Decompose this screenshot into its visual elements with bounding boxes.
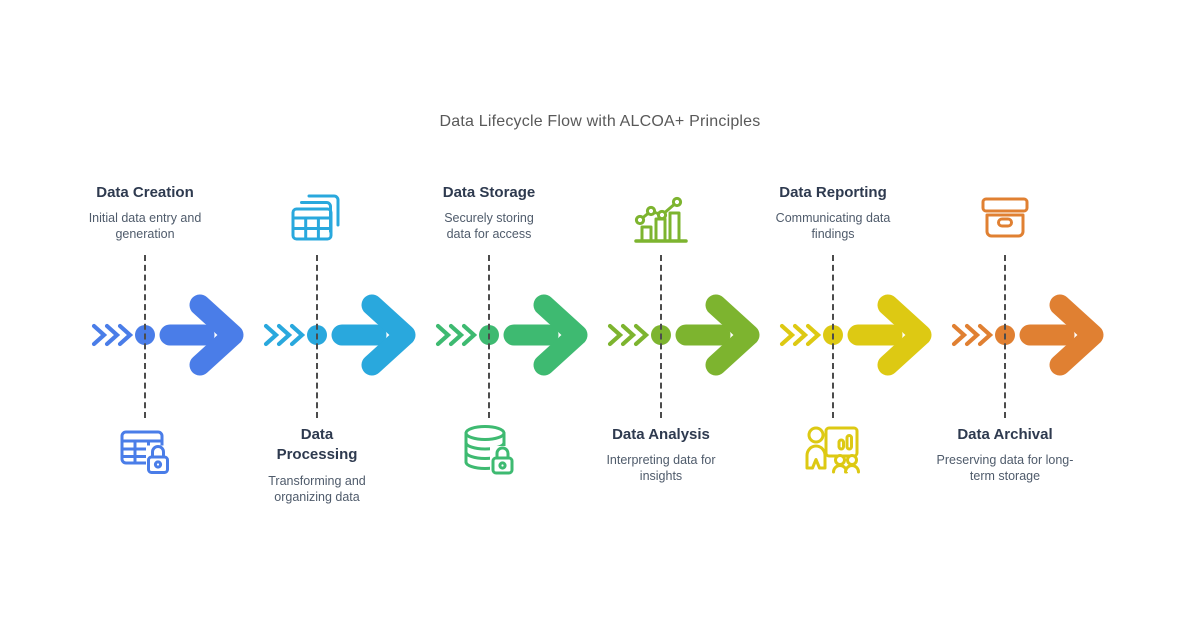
stage-connector-line — [488, 255, 490, 418]
stage-connector-line — [144, 255, 146, 418]
stacked-tables-icon — [287, 190, 347, 250]
stage-data-reporting: Data Reporting Communicating data findin… — [747, 0, 932, 630]
flow-chevrons-icon — [607, 323, 650, 347]
stage-data-processing: Data Processing Transforming and organiz… — [231, 0, 416, 630]
stage-title: Data Processing — [276, 426, 358, 464]
flow-chevrons-icon — [91, 323, 134, 347]
stage-text-block: Data Processing Transforming and organiz… — [265, 425, 369, 505]
stage-description: Communicating data findings — [775, 211, 891, 242]
stage-title: Data Reporting — [779, 184, 887, 201]
flow-arrow-icon — [1019, 294, 1104, 376]
flow-chevrons-icon — [951, 323, 994, 347]
table-lock-icon — [115, 420, 175, 480]
stage-description: Transforming and organizing data — [268, 473, 366, 504]
flow-arrow-icon — [159, 294, 244, 376]
stage-title: Data Creation — [96, 184, 194, 201]
diagram-title: Data Lifecycle Flow with ALCOA+ Principl… — [439, 113, 761, 130]
stage-description: Preserving data for long-term storage — [936, 453, 1074, 484]
flow-arrow-icon — [503, 294, 588, 376]
stage-text-block: Data Archival Preserving data for long-t… — [935, 425, 1075, 484]
stage-description: Initial data entry and generation — [88, 211, 202, 242]
stage-connector-line — [1004, 255, 1006, 418]
stage-data-creation: Data Creation Initial data entry and gen… — [59, 0, 244, 630]
stage-text-block: Data Storage Securely storing data for a… — [433, 183, 545, 242]
stage-text-block: Data Analysis Interpreting data for insi… — [591, 425, 731, 484]
stage-description: Securely storing data for access — [444, 211, 534, 242]
stage-text-block: Data Reporting Communicating data findin… — [763, 183, 903, 242]
stage-title: Data Storage — [442, 184, 536, 201]
stage-connector-line — [660, 255, 662, 418]
presentation-audience-icon — [803, 420, 863, 480]
stage-connector-line — [832, 255, 834, 418]
stage-data-analysis: Data Analysis Interpreting data for insi… — [575, 0, 760, 630]
flow-chevrons-icon — [263, 323, 306, 347]
flow-chevrons-icon — [435, 323, 478, 347]
stage-title: Data Analysis — [612, 426, 710, 443]
stage-title: Data Archival — [957, 426, 1053, 443]
stage-data-archival: Data Archival Preserving data for long-t… — [919, 0, 1104, 630]
flow-chevrons-icon — [779, 323, 822, 347]
archive-box-icon — [975, 190, 1035, 250]
stage-data-storage: Data Storage Securely storing data for a… — [403, 0, 588, 630]
bar-line-chart-icon — [631, 190, 691, 250]
stage-text-block: Data Creation Initial data entry and gen… — [75, 183, 215, 242]
stage-connector-line — [316, 255, 318, 418]
flow-arrow-icon — [847, 294, 932, 376]
flow-arrow-icon — [675, 294, 760, 376]
flow-arrow-icon — [331, 294, 416, 376]
stage-description: Interpreting data for insights — [606, 453, 716, 484]
database-lock-icon — [459, 420, 519, 480]
